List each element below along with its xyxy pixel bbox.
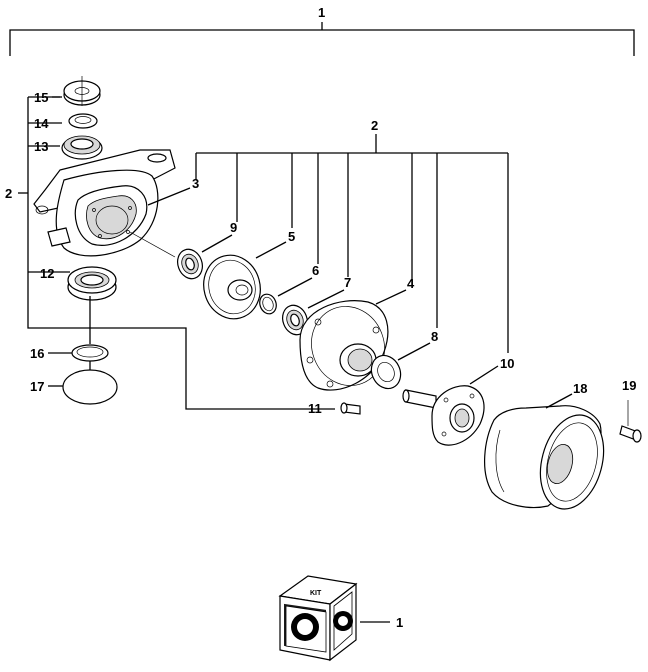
part-8-spacer [370,354,402,390]
callout-2-left: 2 [5,186,12,201]
part-19-wheel-bolt [619,400,642,443]
callout-16: 16 [30,346,44,361]
callout-7: 7 [344,275,351,290]
part-6-snap-ring [259,293,277,315]
steering-knuckle [33,149,176,257]
callout-10: 10 [500,356,514,371]
leader-9 [201,234,233,253]
callout-2-top: 2 [371,118,378,133]
callout-9: 9 [230,220,237,235]
leader-5 [255,241,287,259]
part-18-wheel-rim [484,405,605,510]
part-13-bearing [61,135,103,160]
part-14-ring [68,113,98,129]
callout-6: 6 [312,263,319,278]
callout-19: 19 [622,378,636,393]
callout-14: 14 [34,116,49,131]
part-10-axle-shaft [402,385,485,446]
callout-1-kit: 1 [396,615,403,630]
part-17-cap [62,369,118,405]
part-15-seal [63,76,101,106]
part-12-bearing [67,266,117,301]
leader-3 [147,187,191,206]
leader-18 [545,393,573,409]
callout-13: 13 [34,139,48,154]
leader-6 [277,277,313,297]
left-bracket-2 [18,96,335,410]
leader-4 [375,289,407,305]
kit-box [278,575,358,662]
callout-8: 8 [431,329,438,344]
top-bracket-1 [9,22,635,56]
part-9-bearing [177,248,203,280]
callout-3: 3 [192,176,199,191]
part-4-hub [299,300,389,391]
leader-8 [397,342,431,361]
callout-4: 4 [407,276,415,291]
callout-18: 18 [573,381,587,396]
callout-5: 5 [288,229,295,244]
part-7-bearing [282,304,308,336]
callout-1-top: 1 [318,5,325,20]
top-bracket-2 [195,134,509,353]
callout-17: 17 [30,379,44,394]
leader-7 [307,289,345,309]
callout-12: 12 [40,266,54,281]
part-16-snap-ring [71,344,109,362]
part-5-ring-gear [203,254,261,320]
leader-10 [469,365,499,385]
kit-box-label: KIT [310,590,322,597]
assembly-axis [129,231,176,258]
callout-11: 11 [308,401,322,416]
callout-15: 15 [34,90,48,105]
part-11-bolt [340,402,361,415]
